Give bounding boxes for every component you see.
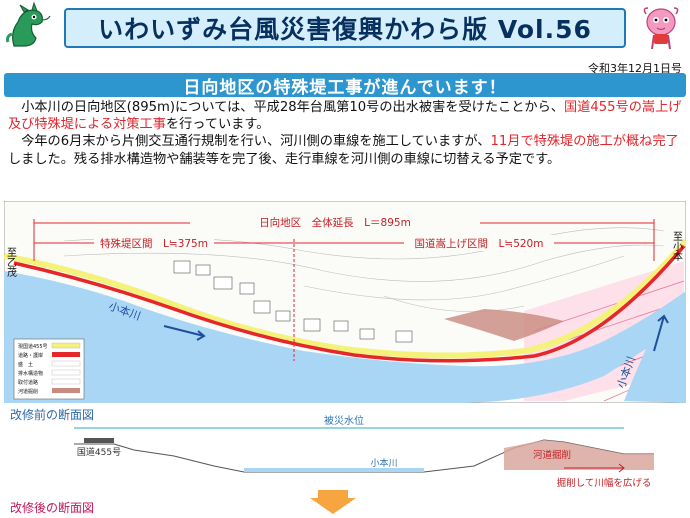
article-heading: 日向地区の特殊堤工事が進んでいます！ bbox=[183, 77, 507, 98]
national-road bbox=[4, 239, 686, 359]
river-area bbox=[4, 271, 686, 403]
houses bbox=[173, 260, 413, 343]
section-after-title: 改修後の断面図 bbox=[10, 501, 95, 515]
cross-section-before: 被災水位 国道455号 小本川 河道掘削 掘削して川幅を広げる bbox=[74, 414, 654, 489]
direction-right-label: 至小本 bbox=[671, 231, 683, 262]
p1-highlight: 国道455号の嵩上げ及び特殊堤による対策工事 bbox=[8, 100, 682, 133]
p2-text-a: 今年の6月末から片側交互通行規制を行い、河川側の車線を施工していますが、 bbox=[21, 134, 491, 150]
flow-arrow-right-icon bbox=[653, 314, 669, 352]
p2-text-b: しました。残る排水構造物や舗装等を完了後、走行車線を河川側の車線に切替える予定で… bbox=[8, 151, 561, 167]
excavation-label: 河道掘削 bbox=[533, 449, 571, 461]
article-banner: 日向地区の特殊堤工事が進んでいます！ bbox=[4, 73, 686, 98]
flow-arrow-left-icon bbox=[163, 325, 206, 341]
construction-site-map: 日向地区 全体延長 L＝895m 特殊堤区間 L≒375m 国道嵩上げ区間 L≒… bbox=[4, 201, 686, 403]
legend-item-5: 取付道路 bbox=[18, 379, 38, 386]
road-455-label: 国道455号 bbox=[77, 446, 121, 458]
map-legend: 現国道455号 道路・護岸 盛 土 排水構造物 取付道路 河道掘削 bbox=[13, 338, 85, 400]
legend-item-2: 道路・護岸 bbox=[18, 352, 43, 359]
widen-arrow-icon bbox=[564, 463, 625, 473]
paragraph-1: 小本川の日向地区(895m)については、平成28年台風第10号の出水被害を受けた… bbox=[8, 99, 684, 133]
p1-text-b: を行っています。 bbox=[165, 117, 270, 133]
newsletter-title: いわいずみ台風災害復興かわら版 Vol.56 bbox=[98, 15, 592, 44]
p1-text-a: 小本川の日向地区(895m)については、平成28年台風第10号の出水被害を受けた… bbox=[21, 100, 564, 115]
road-raise-section-label: 国道嵩上げ区間 L≒520m bbox=[415, 237, 544, 250]
flood-level-label: 被災水位 bbox=[324, 414, 364, 427]
direction-left-label: 至乙茂 bbox=[5, 247, 17, 278]
special-levee bbox=[13, 244, 686, 363]
pink-character-mascot-icon bbox=[643, 7, 679, 50]
section-before-title: 改修前の断面図 bbox=[10, 408, 95, 422]
issue-date: 令和3年12月1日号 bbox=[588, 62, 682, 75]
legend-item-4: 排水構造物 bbox=[18, 370, 43, 377]
legend-item-3: 盛 土 bbox=[18, 361, 33, 368]
special-levee-section-label: 特殊堤区間 L≒375m bbox=[100, 237, 208, 250]
river-section-label: 小本川 bbox=[370, 457, 397, 469]
paragraph-2: 今年の6月末から片側交互通行規制を行い、河川側の車線を施工していますが、11月で… bbox=[8, 133, 684, 167]
widen-label: 掘削して川幅を広げる bbox=[557, 477, 652, 489]
river-excavation bbox=[444, 309, 564, 341]
legend-item-6: 河道掘削 bbox=[18, 388, 38, 395]
total-length-label: 日向地区 全体延長 L＝895m bbox=[259, 216, 411, 229]
header: いわいずみ台風災害復興かわら版 Vol.56 bbox=[0, 0, 690, 58]
article-body: 小本川の日向地区(895m)については、平成28年台風第10号の出水被害を受けた… bbox=[8, 99, 684, 168]
legend-item-1: 現国道455号 bbox=[18, 343, 48, 350]
newsletter-title-box: いわいずみ台風災害復興かわら版 Vol.56 bbox=[64, 8, 626, 48]
transition-arrow-icon bbox=[310, 490, 356, 514]
p2-highlight: 11月で特殊堤の施工が概ね完了 bbox=[490, 134, 679, 150]
dragon-mascot-icon bbox=[6, 2, 51, 47]
